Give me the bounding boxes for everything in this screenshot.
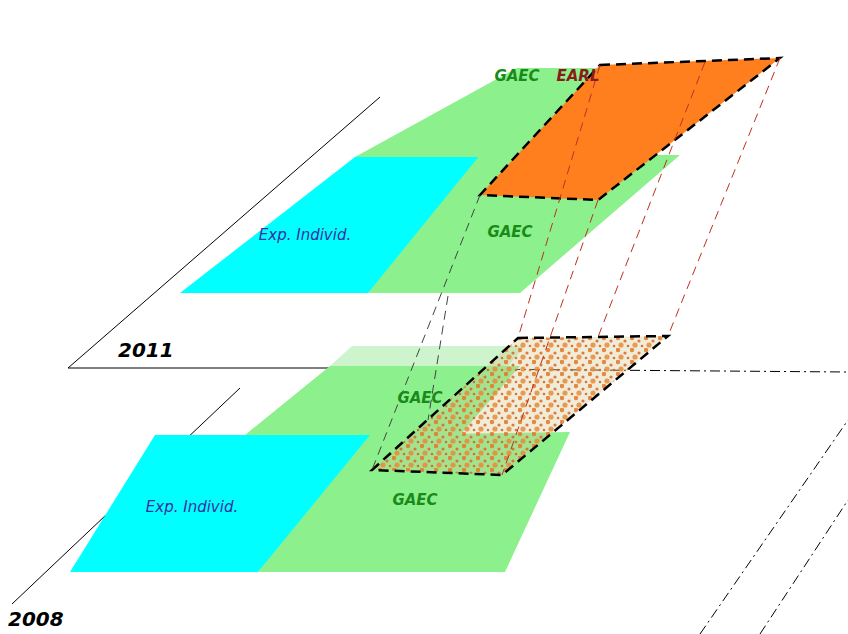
plane-edge [68,97,380,368]
parcel-label: EARL [557,67,600,85]
plane-edge [760,500,848,634]
parcel-label: GAEC [397,389,442,407]
parcel-label: Exp. Individ. [259,226,351,244]
projection-lines [372,195,480,470]
parcel-label: GAEC [392,491,437,509]
parcel-label: GAEC [487,223,532,241]
year-label: 2008 [8,607,64,631]
dashed-outline [480,58,780,200]
year-label: 2011 [118,338,174,362]
parcel-label: GAEC [494,67,539,85]
plane-edge [700,420,848,634]
plane-edge [68,368,330,369]
parcel-label: Exp. Individ. [146,498,238,516]
projection-lines [502,58,780,475]
